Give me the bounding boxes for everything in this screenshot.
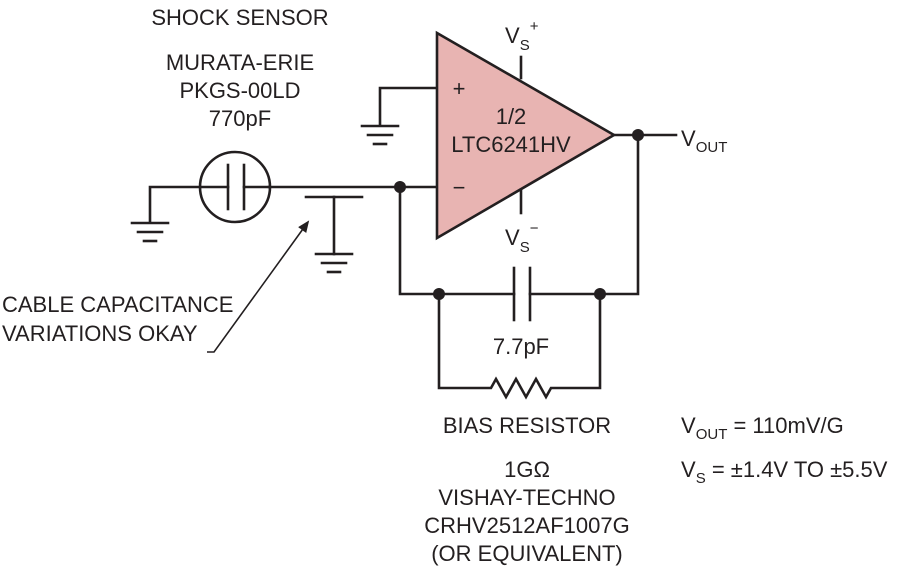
bias-resistor-part: CRHV2512AF1007G xyxy=(424,513,629,538)
bias-resistor xyxy=(437,292,602,400)
sensor-part: PKGS-00LD xyxy=(179,78,300,103)
vs-minus-label: VS− xyxy=(505,220,539,256)
feedback-cap-value: 7.7pF xyxy=(493,334,549,359)
supply-spec: VS = ±1.4V TO ±5.5V xyxy=(681,457,888,487)
sensor-capacitance: 770pF xyxy=(209,106,271,131)
plus-input-symbol: + xyxy=(453,76,466,101)
minus-input-symbol: − xyxy=(453,175,466,200)
sensor-maker: MURATA-ERIE xyxy=(166,50,314,75)
vs-plus-label: VS+ xyxy=(505,18,539,54)
bias-resistor-title: BIAS RESISTOR xyxy=(443,413,611,438)
bias-resistor-note: (OR EQUIVALENT) xyxy=(431,541,623,566)
op-amp-triangle xyxy=(435,30,617,241)
vout-label: VOUT xyxy=(681,126,727,156)
amp-fraction: 1/2 xyxy=(496,104,527,129)
sensor-ground xyxy=(130,185,202,243)
feedback-left-wire xyxy=(398,185,516,296)
shock-sensor-symbol xyxy=(198,150,272,224)
cable-note-arrow xyxy=(207,220,310,353)
gain-spec: VOUT = 110mV/G xyxy=(681,413,844,443)
cable-capacitance-symbol xyxy=(304,195,364,274)
bias-resistor-maker: VISHAY-TECHNO xyxy=(438,485,615,510)
noninverting-ground xyxy=(360,86,439,146)
amp-part: LTC6241HV xyxy=(451,132,571,157)
bias-resistor-value: 1GΩ xyxy=(504,457,550,482)
feedback-right-wire xyxy=(528,133,640,296)
cable-note-line2: VARIATIONS OKAY xyxy=(2,321,198,346)
sensor-title: SHOCK SENSOR xyxy=(151,5,328,30)
cable-note-line1: CABLE CAPACITANCE xyxy=(2,292,233,317)
